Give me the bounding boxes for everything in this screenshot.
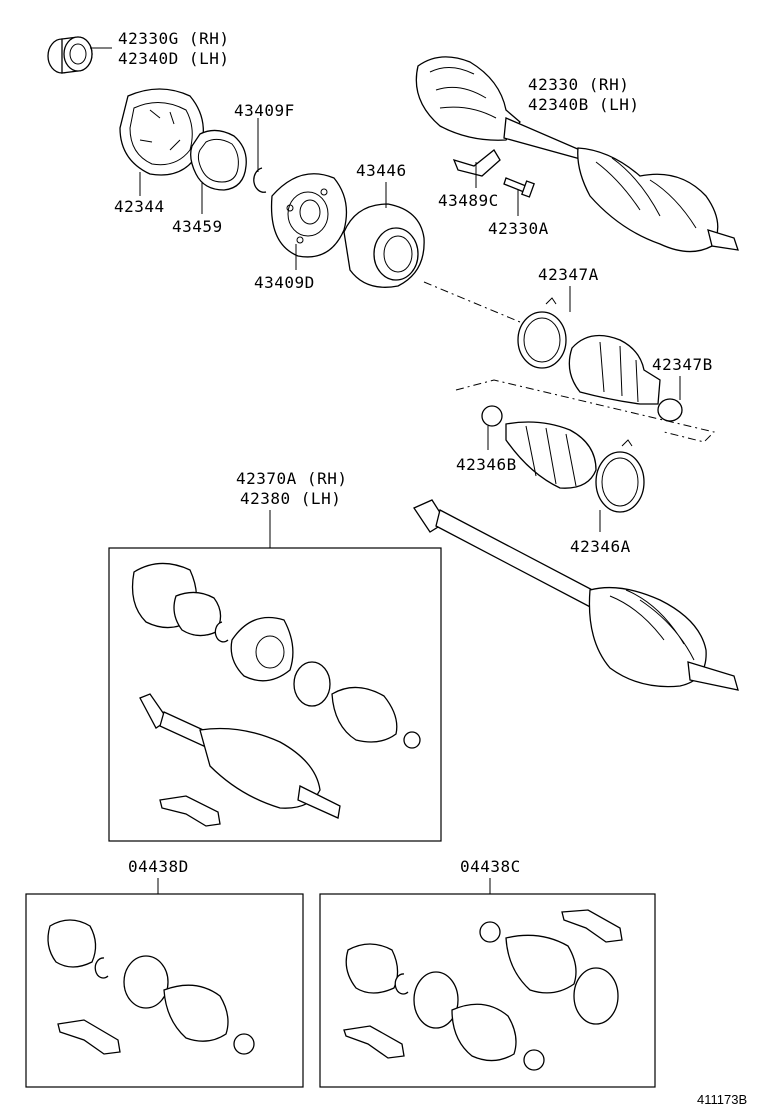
boot-band-42347a [517, 297, 567, 369]
label-43459: 43459 [172, 217, 223, 236]
label-42380: 42380 (LH) [240, 489, 341, 508]
label-42346b: 42346B [456, 455, 517, 474]
outboard-boot-lower [505, 421, 597, 489]
leader-lines [90, 47, 681, 894]
boot-band-42346a [595, 439, 645, 513]
inboard-boot-upper [568, 334, 661, 405]
label-42330a: 42330A [488, 219, 549, 238]
clamp-42346b [481, 405, 503, 427]
label-42344: 42344 [114, 197, 165, 216]
lock-plate-43489c [452, 149, 501, 177]
label-42340b: 42340B (LH) [528, 95, 639, 114]
label-42330-rh: 42330 (RH) [528, 75, 629, 94]
label-42330g: 42330G (RH) [118, 29, 229, 48]
outer-joint-cup-42344 [119, 88, 204, 176]
label-42346a: 42346A [570, 537, 631, 556]
kit-box-04438c [319, 893, 656, 1088]
label-43409f: 43409F [234, 101, 295, 120]
kit-box-04438d [25, 893, 304, 1088]
drive-shaft-assembly-42330 [415, 56, 739, 253]
label-42340d: 42340D (LH) [118, 49, 229, 68]
label-43409d: 43409D [254, 273, 315, 292]
kit-04438d-parts [47, 919, 255, 1055]
bolt-42330a [503, 177, 535, 198]
housing-43446 [343, 203, 425, 288]
seal-43459 [190, 129, 247, 191]
diagram-reference-number: 411173B [697, 1092, 747, 1107]
label-04438c: 04438C [460, 857, 521, 876]
assembly-box-42370a [108, 547, 442, 842]
label-43489c: 43489C [438, 191, 499, 210]
kit-04438c-parts [343, 909, 623, 1071]
dashed-leader-1 [423, 281, 521, 323]
label-42347b: 42347B [652, 355, 713, 374]
label-42370a: 42370A (RH) [236, 469, 347, 488]
label-04438d: 04438D [128, 857, 189, 876]
tripod-joint-43409d [270, 173, 348, 258]
snap-ring-43409f [253, 167, 267, 193]
label-43446: 43446 [356, 161, 407, 180]
label-42347a: 42347A [538, 265, 599, 284]
assembly-42370a-parts [131, 562, 421, 827]
dashed-leader-2 [455, 379, 715, 443]
bearing-ring-42330g [47, 36, 93, 74]
drive-shaft-long [413, 499, 739, 691]
clamp-42347b [657, 398, 683, 422]
